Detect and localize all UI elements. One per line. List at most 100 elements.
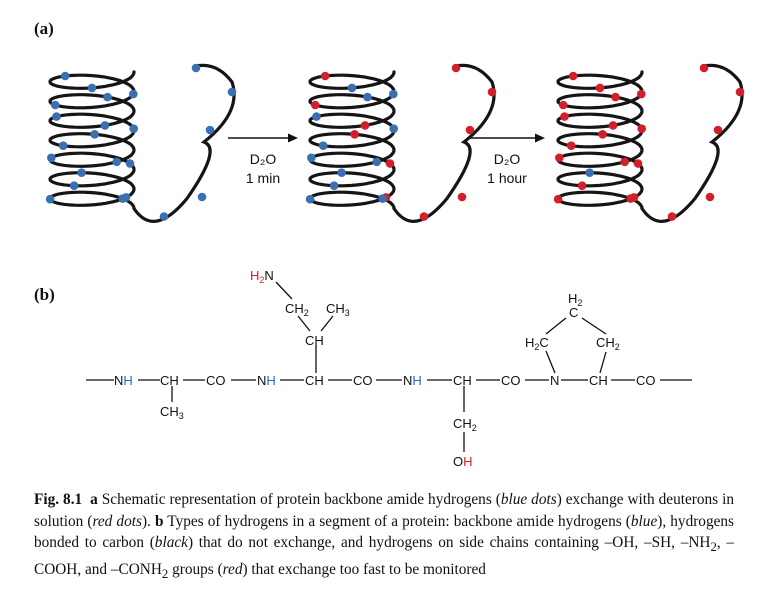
deuteron-dot: [360, 121, 370, 130]
lys-ch: CH: [305, 333, 324, 348]
amide-hydrogen-dot: [103, 92, 112, 102]
amide-hydrogen-dot: [87, 83, 97, 93]
pro-ch2: CH2: [596, 335, 620, 352]
deuteron-dot: [385, 159, 395, 168]
amide-hydrogen-dot: [159, 212, 169, 221]
helix-strand: [48, 63, 236, 223]
deuteron-dot: [566, 141, 576, 150]
panel-a-label: (a): [34, 19, 54, 38]
co-4: CO: [636, 373, 656, 388]
ch-4: CH: [589, 373, 608, 388]
amide-hydrogen-dot: [52, 112, 61, 121]
caption-blue: blue: [630, 512, 658, 530]
amide-hydrogen-dot: [329, 181, 339, 190]
co-3: CO: [501, 373, 521, 388]
panel-b-label: (b): [34, 285, 55, 304]
pro-h2: H2: [568, 291, 582, 308]
amide-hydrogen-dot: [197, 192, 207, 202]
caption-sub-1: 2: [710, 540, 717, 555]
caption-text-4: Types of hydrogens in a segment of a pro…: [163, 512, 631, 530]
deuteron-dot: [487, 87, 497, 97]
ser-ch2: CH2: [453, 416, 477, 433]
deuteron-dot: [451, 63, 461, 73]
caption-part-b: b: [154, 512, 164, 530]
nh-2: NH: [257, 373, 276, 388]
amide-hydrogen-dot: [47, 153, 56, 163]
caption-text-1: Schematic representation of protein back…: [97, 491, 501, 508]
ch-1: CH: [160, 373, 179, 388]
helix-3: [553, 63, 745, 223]
deuteron-dot: [419, 212, 429, 221]
ch-3: CH: [453, 373, 472, 388]
amide-hydrogen-dot: [227, 87, 237, 97]
caption-sub-2: 2: [161, 566, 169, 581]
arrow-2: [470, 133, 545, 143]
deuteron-dot: [637, 89, 646, 99]
amide-hydrogen-dot: [372, 157, 382, 167]
deuteron-dot: [611, 92, 620, 102]
deuteron-dot: [465, 125, 475, 135]
deuteron-dot: [320, 71, 330, 81]
amide-hydrogen-dot: [129, 89, 138, 99]
amide-hydrogen-dot: [90, 130, 99, 139]
amide-hydrogen-dot: [389, 124, 399, 133]
helix-strand: [308, 63, 496, 223]
amide-hydrogen-dot: [50, 100, 60, 110]
caption-text-2: ) exchange with deuterons in solution (: [34, 491, 735, 530]
amide-hydrogen-dot: [191, 63, 201, 73]
arrow-2-label: D₂O 1 hour: [472, 150, 542, 188]
caption-black: black: [154, 534, 188, 552]
deuteron-dot: [568, 71, 578, 81]
amide-hydrogen-dot: [378, 194, 387, 203]
deuteron-dot: [637, 124, 646, 133]
nh-3: NH: [403, 373, 422, 388]
amide-hydrogen-dot: [307, 153, 316, 163]
amide-hydrogen-dot: [118, 194, 127, 203]
amide-hydrogen-dot: [125, 159, 135, 168]
deuteron-dot: [633, 159, 643, 168]
amide-hydrogen-dot: [389, 89, 398, 99]
amide-hydrogen-dot: [312, 112, 321, 121]
caption-text-9: ) that exchange too fast to be monitored: [242, 560, 486, 578]
helix-strand: [556, 63, 744, 223]
amide-hydrogen-dot: [45, 194, 55, 204]
deuteron-dot: [553, 194, 563, 204]
lys-ch2: CH2: [285, 301, 309, 318]
lys-ch3: CH3: [326, 301, 350, 318]
deuteron-dot: [699, 63, 709, 73]
pro-c: C: [569, 305, 578, 320]
lys-h2n: H2N: [250, 268, 274, 285]
amide-hydrogen-dot: [318, 141, 328, 150]
deuteron-dot: [310, 100, 320, 110]
deuteron-dot: [608, 121, 618, 130]
caption-blue-dots: blue dots: [500, 491, 557, 508]
caption-part-a: a: [90, 491, 98, 508]
deuteron-dot: [560, 112, 569, 121]
caption-text-5: ), hydrogens bonded to carbon (: [34, 512, 734, 552]
arrow-1-reagent: D₂O: [249, 151, 277, 167]
deuteron-dot: [735, 87, 745, 97]
amide-hydrogen-dot: [337, 168, 346, 177]
figure-caption: Fig. 8.1 a Schematic representation of p…: [34, 489, 734, 585]
deuteron-dot: [705, 192, 715, 202]
ser-oh: OH: [453, 454, 473, 469]
amide-hydrogen-dot: [112, 157, 121, 167]
caption-red: red: [222, 560, 243, 578]
amide-hydrogen-dot: [205, 125, 215, 135]
arrow-1-time: 1 min: [245, 170, 281, 186]
amide-hydrogen-dot: [60, 71, 70, 81]
deuteron-dot: [577, 181, 587, 190]
caption-text-8: groups (: [168, 560, 223, 578]
caption-fig-label: Fig. 8.1: [34, 491, 83, 508]
co-2: CO: [353, 373, 373, 388]
ch-2: CH: [305, 373, 324, 388]
amide-hydrogen-dot: [347, 83, 357, 93]
amide-hydrogen-dot: [363, 92, 372, 102]
amide-hydrogen-dot: [129, 124, 138, 133]
deuteron-dot: [626, 194, 635, 203]
ala-ch3: CH3: [160, 404, 184, 421]
deuteron-dot: [713, 125, 723, 135]
deuteron-dot: [558, 100, 568, 110]
n-pro: N: [550, 373, 559, 388]
